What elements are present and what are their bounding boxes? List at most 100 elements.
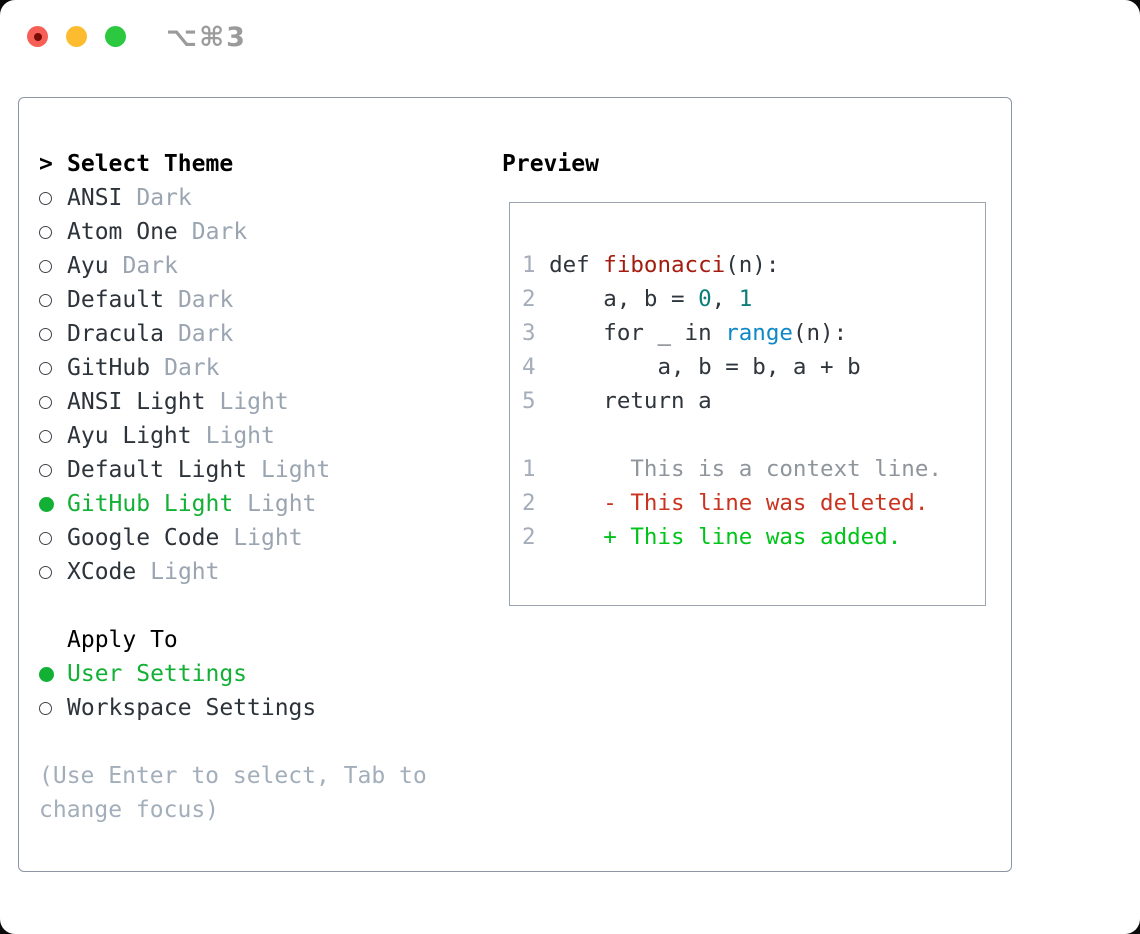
- line-number: 2: [522, 286, 550, 312]
- apply-option-workspace-settings[interactable]: Workspace Settings: [39, 691, 427, 725]
- cursor-prefix-icon: >: [39, 151, 53, 177]
- theme-variant: Dark: [122, 253, 178, 279]
- line-number: 2: [522, 490, 550, 516]
- theme-option-xcode[interactable]: XCode Light: [39, 555, 427, 589]
- code-token: def: [549, 252, 604, 278]
- apply-option-user-settings[interactable]: User Settings: [39, 657, 427, 691]
- theme-option-ansi[interactable]: ANSI Dark: [39, 181, 427, 215]
- traffic-lights: [27, 26, 126, 47]
- radio-selected-icon: [39, 666, 67, 682]
- preview-code-line: [522, 418, 985, 452]
- theme-option-ayu-light[interactable]: Ayu Light Light: [39, 419, 427, 453]
- zoom-button[interactable]: [105, 26, 126, 47]
- theme-name: Ayu: [67, 253, 109, 279]
- code-token: This is a context line.: [549, 456, 942, 482]
- apply-option-name: Workspace Settings: [67, 695, 317, 721]
- code-token: (n):: [725, 252, 780, 278]
- line-number: 5: [522, 388, 550, 414]
- minimize-button[interactable]: [66, 26, 87, 47]
- select-theme-title: Select Theme: [67, 151, 234, 177]
- radio-icon: [39, 395, 67, 409]
- apply-option-name: User Settings: [67, 661, 248, 687]
- hint-line: change focus): [39, 797, 220, 823]
- code-token: fibonacci: [603, 252, 726, 278]
- line-number: 1: [522, 456, 550, 482]
- theme-variant: Dark: [177, 321, 234, 347]
- line-number: 2: [522, 524, 550, 550]
- radio-icon: [39, 429, 67, 443]
- theme-name: Ayu Light: [67, 423, 192, 449]
- theme-variant: Dark: [191, 219, 248, 245]
- close-button[interactable]: [27, 26, 48, 47]
- theme-option-default-light[interactable]: Default Light Light: [39, 453, 427, 487]
- radio-icon: [39, 463, 67, 477]
- radio-icon: [39, 293, 67, 307]
- theme-name: GitHub Light: [67, 491, 234, 517]
- line-number: 3: [522, 320, 550, 346]
- close-dot-icon: [33, 32, 42, 41]
- preview-code-line: 2 a, b = 0, 1: [522, 282, 985, 316]
- theme-name: Default Light: [67, 457, 248, 483]
- preview-code-line: 1 This is a context line.: [522, 452, 985, 486]
- code-token: a, b =: [549, 286, 699, 312]
- preview-code-line: 2 - This line was deleted.: [522, 486, 985, 520]
- spacer-row: [39, 589, 427, 623]
- radio-icon: [39, 361, 67, 375]
- code-token: - This line was deleted.: [549, 490, 929, 516]
- radio-icon: [39, 259, 67, 273]
- theme-name: XCode: [67, 559, 137, 585]
- radio-icon: [39, 191, 67, 205]
- theme-name: Atom One: [67, 219, 178, 245]
- select-theme-header: > Select Theme: [39, 147, 427, 181]
- theme-variant: Light: [150, 559, 220, 585]
- hint-text: (Use Enter to select, Tab to change focus…: [39, 759, 427, 827]
- theme-name: GitHub: [67, 355, 151, 381]
- radio-selected-icon: [39, 496, 67, 512]
- preview-code-line: 4 a, b = b, a + b: [522, 350, 985, 384]
- theme-variant: Dark: [136, 185, 192, 211]
- radio-icon: [39, 327, 67, 341]
- theme-variant: Light: [247, 491, 317, 517]
- theme-option-ayu[interactable]: Ayu Dark: [39, 249, 427, 283]
- radio-icon: [39, 565, 67, 579]
- code-token: return a: [549, 388, 712, 414]
- code-token: for _ in: [549, 320, 726, 346]
- preview-code-line: 5 return a: [522, 384, 985, 418]
- theme-name: Default: [67, 287, 164, 313]
- code-token: a, b = b, a + b: [549, 354, 861, 380]
- theme-name: ANSI: [67, 185, 123, 211]
- preview-title: Preview: [502, 151, 599, 177]
- radio-icon: [39, 701, 67, 715]
- spacer-row: [39, 725, 427, 759]
- code-token: ,: [711, 286, 739, 312]
- radio-icon: [39, 225, 67, 239]
- line-number: 1: [522, 252, 550, 278]
- code-token: range: [725, 320, 793, 346]
- radio-icon: [39, 531, 67, 545]
- hint-line: (Use Enter to select, Tab to: [39, 763, 427, 789]
- theme-variant: Light: [261, 457, 331, 483]
- titlebar: ⌥⌘3: [0, 0, 1140, 75]
- code-token: 1: [738, 286, 753, 312]
- preview-code-line: 1 def fibonacci(n):: [522, 248, 985, 282]
- theme-option-atom-one[interactable]: Atom One Dark: [39, 215, 427, 249]
- preview-code-line: 3 for _ in range(n):: [522, 316, 985, 350]
- theme-variant: Light: [233, 525, 303, 551]
- preview-code-line: 2 + This line was added.: [522, 520, 985, 554]
- line-number: [522, 422, 536, 448]
- theme-option-github-light[interactable]: GitHub Light Light: [39, 487, 427, 521]
- code-token: + This line was added.: [549, 524, 902, 550]
- theme-variant: Light: [205, 423, 275, 449]
- code-token: 0: [698, 286, 712, 312]
